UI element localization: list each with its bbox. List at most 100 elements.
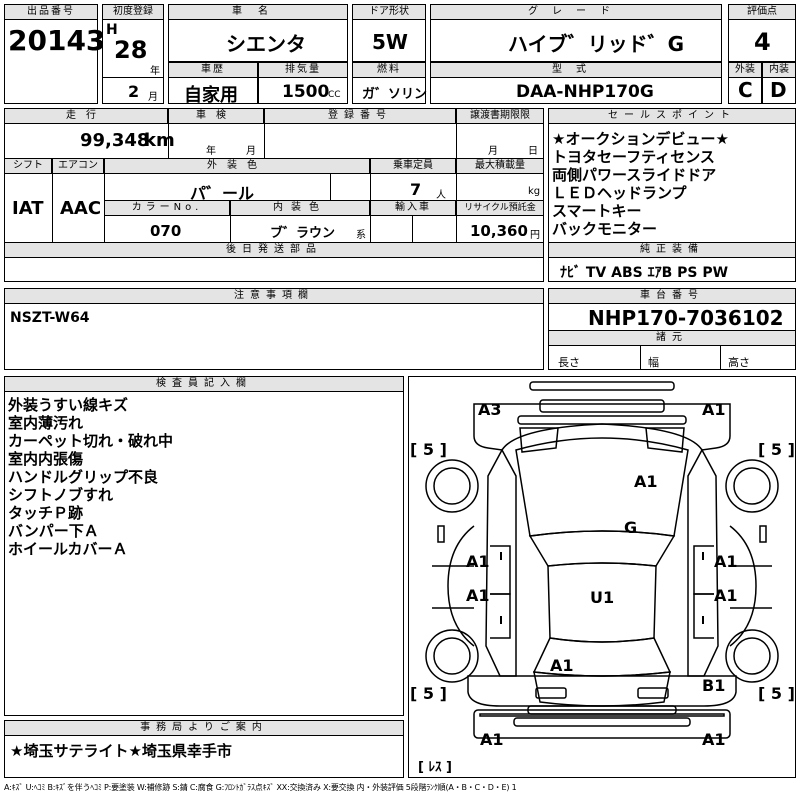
history: 自家用 xyxy=(184,85,238,106)
office-text: ★埼玉サテライト★埼玉県幸手市 xyxy=(10,742,232,760)
notes-text: NSZT-W64 xyxy=(10,310,90,326)
inspector-note: シフトノブすれ xyxy=(8,486,114,504)
mileage-unit: km xyxy=(144,130,175,151)
inspection-label: 車検 xyxy=(168,108,264,124)
divider xyxy=(230,200,231,242)
recycle-unit: 円 xyxy=(530,230,540,241)
fuel: ガ゛ソリン xyxy=(362,87,428,102)
divider xyxy=(102,77,164,78)
later-parts-label: 後日発送部品 xyxy=(4,242,544,258)
model-label: 型式 xyxy=(430,62,722,78)
color-no-label: カラーNo. xyxy=(104,200,230,216)
inspector-note: 室内薄汚れ xyxy=(8,414,84,432)
car-name-label: 車名 xyxy=(168,4,348,20)
inspector-note: ハンドルグリップ不良 xyxy=(8,468,159,486)
sales-point: トヨタセーフティセンス xyxy=(552,148,715,166)
fuel-label: 燃料 xyxy=(352,62,426,78)
divider xyxy=(720,346,721,370)
divider xyxy=(264,108,265,158)
tire-tread-front-right: [ 5 ] xyxy=(758,440,795,459)
spec-height: 高さ xyxy=(728,356,750,369)
displacement: 1500 xyxy=(282,82,330,102)
inspector-note: 外装うすい線キズ xyxy=(8,396,129,414)
first-reg-year: 28 xyxy=(114,36,148,64)
diagram-box xyxy=(408,376,796,778)
damage-mark-front-right: A1 xyxy=(702,400,726,419)
first-reg-box xyxy=(102,4,164,104)
transfer-month: 月 xyxy=(488,146,498,157)
load-label: 最大積載量 xyxy=(456,158,544,174)
chassis-label: 車台番号 xyxy=(548,288,796,304)
damage-mark-rear-quarter: B1 xyxy=(702,676,726,695)
damage-mark-rear-bumper-right: A1 xyxy=(702,730,726,749)
month-suffix: 月 xyxy=(148,92,158,103)
damage-mark-rear-bumper-left: A1 xyxy=(480,730,504,749)
insp-year: 年 xyxy=(206,146,216,157)
ac: AAC xyxy=(60,198,102,219)
lot-number: 20143 xyxy=(8,24,106,57)
damage-mark-roof: U1 xyxy=(590,588,615,607)
recycle-fee: 10,360 xyxy=(470,222,528,240)
divider xyxy=(412,216,413,242)
grade-label: グレード xyxy=(430,4,722,20)
capacity: 7 xyxy=(410,180,422,199)
lot-box xyxy=(4,4,98,104)
transfer-day: 日 xyxy=(528,146,538,157)
load-unit: kg xyxy=(528,186,541,197)
chassis-number: NHP170-7036102 xyxy=(588,306,784,330)
color-no: 070 xyxy=(150,222,182,240)
capacity-label: 乗車定員 xyxy=(370,158,456,174)
interior-color: ブ゛ラウン xyxy=(270,226,336,241)
office-label: 事務局よりご案内 xyxy=(4,720,404,736)
mileage-label: 走行 xyxy=(4,108,168,124)
color-label: 外装色 xyxy=(104,158,370,174)
insp-month: 月 xyxy=(246,146,256,157)
ac-label: エアコン xyxy=(52,158,104,174)
ext-grade: C xyxy=(738,78,753,102)
sales-points-list: ★オークションデビュー★ トヨタセーフティセンス 両側パワースライドドア ＬＥＤ… xyxy=(552,130,729,238)
reg-label: 登録番号 xyxy=(264,108,456,124)
history-label: 車歴 xyxy=(168,62,258,78)
ext-label: 外装 xyxy=(728,62,762,78)
inspector-box xyxy=(4,376,404,716)
equipment: ﾅﾋﾞ TV ABS ｴｱB PS PW xyxy=(560,265,729,281)
import-label: 輸入車 xyxy=(370,200,456,216)
door-type: 5W xyxy=(372,30,408,54)
int-color-suffix: 系 xyxy=(356,230,366,241)
int-color-label: 内装色 xyxy=(230,200,370,216)
notes-label: 注意事項欄 xyxy=(4,288,544,304)
sales-point: スマートキー xyxy=(552,202,642,220)
sales-point: ＬＥＤヘッドランプ xyxy=(552,184,687,202)
sales-point: バックモニター xyxy=(552,220,658,238)
spec-label: 諸元 xyxy=(548,330,796,346)
displacement-unit: CC xyxy=(328,90,341,100)
transfer-label: 譲渡書期限限 xyxy=(456,108,544,124)
lot-label: 出品番号 xyxy=(4,4,98,20)
divider xyxy=(168,108,169,158)
exterior-color: パ゛ール xyxy=(190,184,255,203)
year-suffix: 年 xyxy=(150,66,160,77)
tire-tread-rear-right: [ 5 ] xyxy=(758,684,795,703)
shift-label: シフト xyxy=(4,158,52,174)
inspector-note: バンパー下Ａ xyxy=(8,522,99,540)
divider xyxy=(52,158,53,242)
damage-mark-hood: A1 xyxy=(634,472,658,491)
divider xyxy=(456,108,457,158)
inspector-note: カーペット切れ・破れ中 xyxy=(8,432,174,450)
mileage: 99,348 xyxy=(80,130,150,151)
recycle-label: リサイクル預託金 xyxy=(456,200,544,216)
inspector-note: ホイールカバーＡ xyxy=(8,540,128,558)
inspector-note: 室内内張傷 xyxy=(8,450,84,468)
tire-tread-rear-left: [ 5 ] xyxy=(410,684,447,703)
era-h: H xyxy=(106,22,118,38)
int-grade: D xyxy=(770,78,787,102)
sales-point: ★オークションデビュー★ xyxy=(552,130,729,148)
first-reg-month: 2 xyxy=(128,82,140,101)
equip-label: 純正装備 xyxy=(548,242,796,258)
spec-width: 幅 xyxy=(648,356,659,369)
damage-mark-right-door: A1 xyxy=(714,586,738,605)
damage-mark-front-left: A3 xyxy=(478,400,502,419)
inspector-note: タッチＰ跡 xyxy=(8,504,84,522)
divider xyxy=(640,346,641,370)
spare-tire: [ ﾚｽ ] xyxy=(418,760,452,775)
